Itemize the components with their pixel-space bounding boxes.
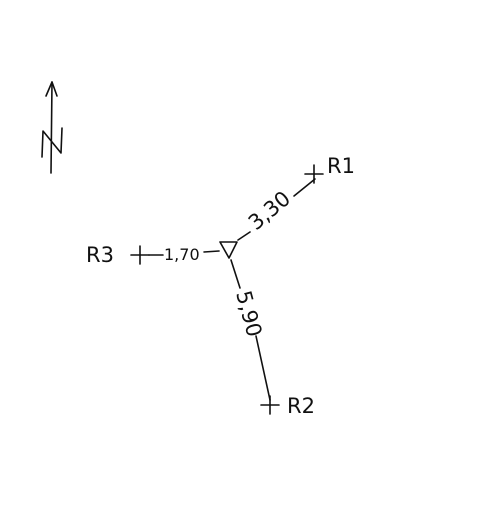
distance-r3: 1,70	[164, 245, 200, 264]
leg-r1: 3,30 R1	[237, 154, 355, 241]
distance-r2: 5,90	[231, 288, 266, 339]
triangle-station-icon	[219, 241, 238, 259]
leg-r3: R3 1,70	[86, 243, 220, 267]
distance-r1: 3,30	[244, 186, 295, 234]
point-label-r1: R1	[327, 154, 355, 178]
point-label-r2: R2	[287, 394, 315, 418]
north-arrow-icon	[41, 81, 63, 174]
leg-r2: 5,90 R2	[230, 259, 315, 418]
north-letter-n	[41, 127, 63, 158]
point-label-r3: R3	[86, 243, 114, 267]
